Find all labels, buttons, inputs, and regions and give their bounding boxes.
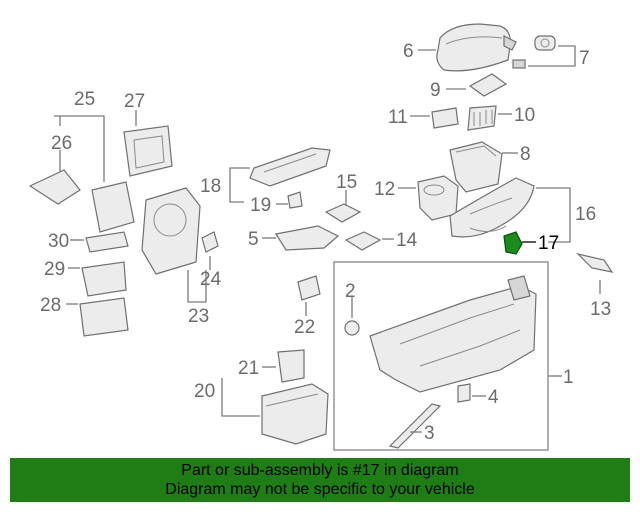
part-8-storage-bin [449, 141, 503, 193]
part-30-tray [85, 231, 129, 253]
callout-10: 10 [514, 105, 535, 126]
part-27-vent [123, 125, 173, 177]
part-1-frame [333, 261, 549, 451]
part-7-connector [512, 35, 556, 69]
part-10-bracket [467, 105, 497, 131]
callout-2: 2 [345, 281, 356, 302]
part-24-clip [201, 231, 219, 253]
info-banner: Part or sub-assembly is #17 in diagram D… [10, 458, 630, 502]
callout-23: 23 [188, 306, 209, 327]
callout-24: 24 [200, 269, 222, 290]
part-6-armrest-lid [436, 23, 517, 72]
callout-28: 28 [40, 295, 61, 316]
callout-17: 17 [538, 233, 559, 254]
part-26-mat [28, 169, 81, 205]
part-2-knob [344, 320, 360, 336]
part-12-cup-holder [417, 175, 459, 221]
callout-4: 4 [488, 387, 499, 408]
callout-27: 27 [124, 91, 145, 112]
part-15-pad [324, 203, 362, 223]
callout-29: 29 [44, 259, 65, 280]
callout-21: 21 [238, 358, 259, 379]
part-17-shape [503, 231, 523, 255]
callout-18: 18 [200, 176, 221, 197]
callout-9: 9 [430, 80, 441, 101]
banner-line-2: Diagram may not be specific to your vehi… [165, 481, 475, 498]
callout-3: 3 [424, 423, 435, 444]
part-13-bracket [576, 252, 614, 273]
part-18-trim-panel [249, 147, 331, 187]
callout-8: 8 [520, 144, 531, 165]
callout-16: 16 [575, 204, 596, 225]
part-21-bin [277, 349, 305, 383]
part-1-console-body [369, 275, 537, 393]
callout-11: 11 [388, 107, 408, 128]
callout-26: 26 [51, 133, 72, 154]
part-16-console-top [449, 177, 535, 238]
callout-22: 22 [294, 317, 315, 338]
callout-13: 13 [590, 299, 611, 320]
part-29-bin [81, 261, 127, 297]
banner-line-1: Part or sub-assembly is #17 in diagram [181, 462, 459, 479]
part-20-storage-box [261, 383, 329, 445]
part-17-clip-highlighted [503, 231, 523, 255]
callout-7: 7 [579, 48, 590, 69]
parts-diagram: 6 7 9 10 11 8 12 16 [28, 23, 614, 451]
part-25-bezel [91, 181, 135, 233]
callout-19: 19 [250, 195, 271, 216]
callout-12: 12 [374, 179, 395, 200]
callout-6: 6 [403, 41, 414, 62]
part-28-pocket [79, 297, 129, 337]
part-3-trim-strip [388, 403, 442, 449]
part-5-bracket [275, 225, 340, 251]
callout-5: 5 [248, 229, 259, 250]
part-14-pad [344, 231, 382, 251]
part-22-switch [297, 275, 321, 301]
callout-25: 25 [74, 89, 95, 110]
part-23-panel [141, 187, 201, 275]
part-19-clip [287, 191, 303, 209]
callout-1: 1 [563, 367, 574, 388]
callout-14: 14 [396, 230, 418, 251]
callout-30: 30 [48, 231, 69, 252]
callout-20: 20 [194, 381, 215, 402]
part-9-mat [468, 73, 508, 97]
part-11-tray [431, 107, 459, 129]
callout-15: 15 [336, 172, 357, 193]
part-4-clip [457, 383, 471, 403]
